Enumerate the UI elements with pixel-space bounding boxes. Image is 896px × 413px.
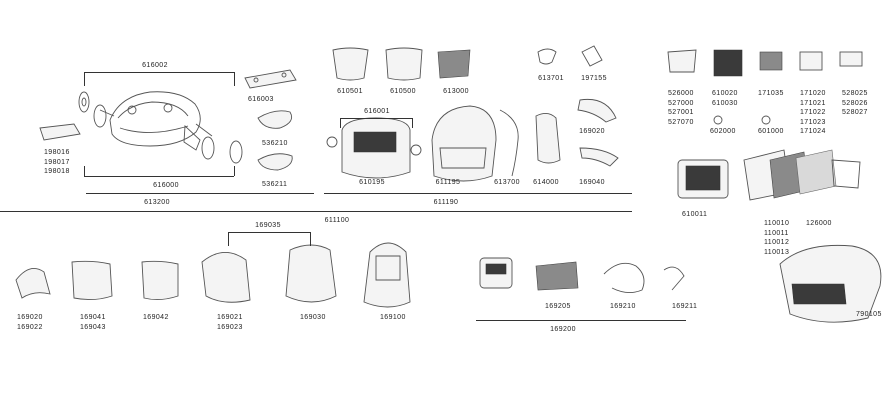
- part-label: 613200: [144, 199, 170, 206]
- connector-line: [412, 118, 413, 128]
- connector-line: [84, 72, 85, 86]
- part-label: 171035: [758, 90, 784, 97]
- connector-line: [476, 320, 686, 321]
- ratchet-icon: [78, 91, 107, 128]
- headband-assembly-icon: [99, 91, 201, 151]
- connector-line: [84, 72, 234, 73]
- part-label: 616001: [364, 108, 390, 115]
- part-label: 169205: [545, 303, 571, 310]
- crown-strap-icon: [244, 69, 297, 89]
- connector-line: [234, 166, 235, 176]
- part-label: 613700: [494, 179, 520, 186]
- air-hose-icon: [499, 109, 519, 177]
- connector-line: [324, 193, 632, 194]
- part-label: 169030: [300, 314, 326, 321]
- part-label: 536211: [262, 181, 288, 188]
- battery-icon: [535, 261, 579, 291]
- part-label: 616003: [248, 96, 274, 103]
- part-label: 126000: [806, 220, 832, 227]
- full-helmet-icon: [431, 105, 497, 182]
- part-label: 169040: [579, 179, 605, 186]
- filter-lenses-icon: [667, 49, 863, 125]
- part-label: 169211: [672, 303, 698, 310]
- pump-helmet-icon: [779, 244, 882, 323]
- part-label: 616002: [142, 62, 168, 69]
- part-label: 610500: [390, 88, 416, 95]
- part-label: 601000: [758, 128, 784, 135]
- side-knob-icon: [195, 123, 243, 164]
- part-label: 614000: [533, 179, 559, 186]
- sweatband-icon: [39, 123, 81, 141]
- part-label: 790105: [856, 311, 882, 318]
- part-label: 611190: [433, 199, 459, 206]
- connector-line: [234, 72, 235, 86]
- connector-line: [340, 118, 341, 128]
- connector-line: [84, 176, 234, 177]
- adf-cartridge-icon: [677, 159, 729, 199]
- visor-frame-icon: [332, 47, 471, 81]
- connector-line: [86, 193, 314, 194]
- part-label: 613000: [443, 88, 469, 95]
- part-label: 613701: [538, 75, 564, 82]
- part-label: 611195: [435, 179, 461, 186]
- full-hood-icon: [363, 242, 411, 308]
- part-label: 610501: [337, 88, 363, 95]
- connector-line: [340, 118, 412, 119]
- part-label: 602000: [710, 128, 736, 135]
- hood-cap-icon: [201, 252, 251, 303]
- controller-icon: [479, 257, 513, 289]
- part-label: 610011: [682, 211, 708, 218]
- apron-icon: [285, 244, 337, 303]
- flip-visor-icon: [577, 98, 619, 167]
- part-label: 169020: [579, 128, 605, 135]
- part-label: 169042: [143, 314, 169, 321]
- part-label: 197155: [581, 75, 607, 82]
- sweat-pad-icon: [15, 267, 51, 299]
- face-seal-icon: [535, 113, 561, 164]
- comfort-pad-icon: [257, 110, 293, 171]
- connector-line: [0, 211, 632, 212]
- welding-shield-icon: [326, 117, 422, 179]
- connector-line: [228, 232, 229, 246]
- hose-clip-icon: [537, 45, 603, 67]
- connector-line: [310, 232, 311, 246]
- part-label: 616000: [153, 182, 179, 189]
- filter-stack-icon: [743, 149, 861, 201]
- part-label: 169100: [380, 314, 406, 321]
- part-label: 169210: [610, 303, 636, 310]
- part-label: 536210: [262, 140, 288, 147]
- coil-cord-icon: [603, 262, 685, 293]
- part-label: 169200: [550, 326, 576, 333]
- part-label: 610195: [359, 179, 385, 186]
- connector-line: [84, 166, 85, 176]
- chin-guard-icon: [71, 260, 179, 301]
- part-label: 169035: [255, 222, 281, 229]
- part-label: 611100: [324, 217, 350, 224]
- connector-line: [228, 232, 310, 233]
